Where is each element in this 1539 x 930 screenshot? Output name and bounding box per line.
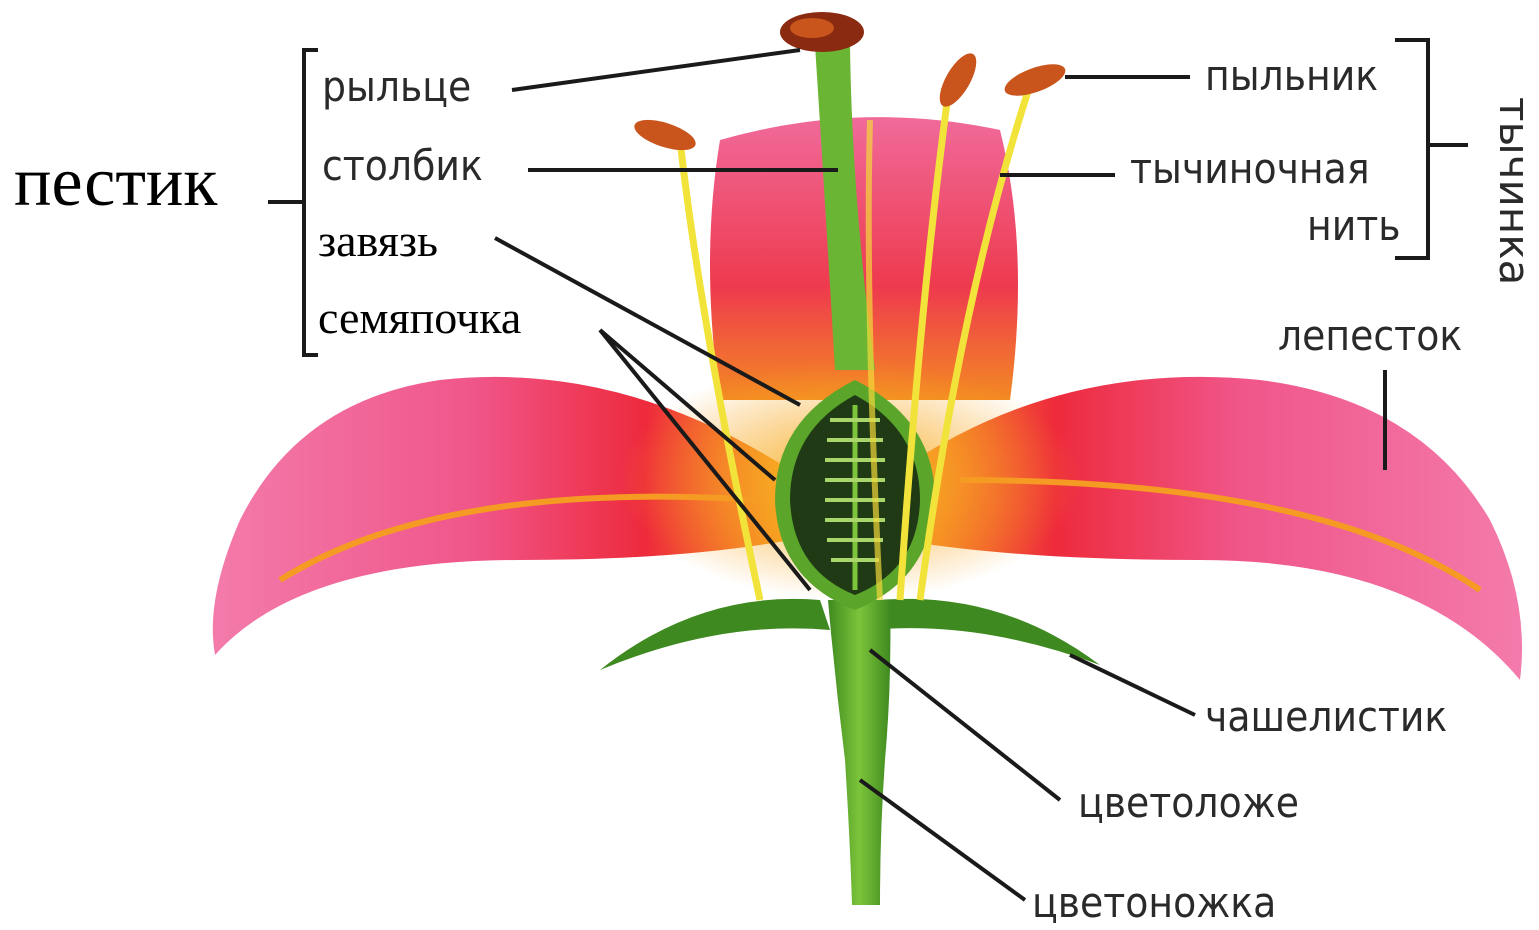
leader-sepal [1070,655,1195,715]
label-pistil: пестик [14,148,217,218]
label-anther: пыльник [1205,55,1378,97]
pistil-bracket [304,50,318,355]
left-sepal [600,599,830,670]
label-pedicel: цветоножка [1032,882,1276,924]
label-ovule: семяпочка [318,295,521,341]
right-sepal [870,599,1100,665]
anther-2 [933,48,984,112]
anther-1 [631,114,699,157]
leader-receptacle [870,650,1060,800]
label-stigma: рыльце [322,66,471,108]
label-stamen: тычинка [1493,97,1535,285]
label-sepal: чашелистик [1205,696,1447,738]
label-petal: лепесток [1278,315,1462,357]
label-style: столбик [322,145,483,187]
leader-pedicel [860,780,1025,900]
label-receptacle: цветоложе [1078,782,1299,824]
label-filament-line1: тычиночная [1130,148,1370,190]
pedicel-stem [828,600,890,905]
label-filament-line2: нить [1307,205,1401,247]
label-ovary: завязь [318,218,438,264]
leader-stigma [512,50,800,90]
anther-3 [1001,58,1069,102]
